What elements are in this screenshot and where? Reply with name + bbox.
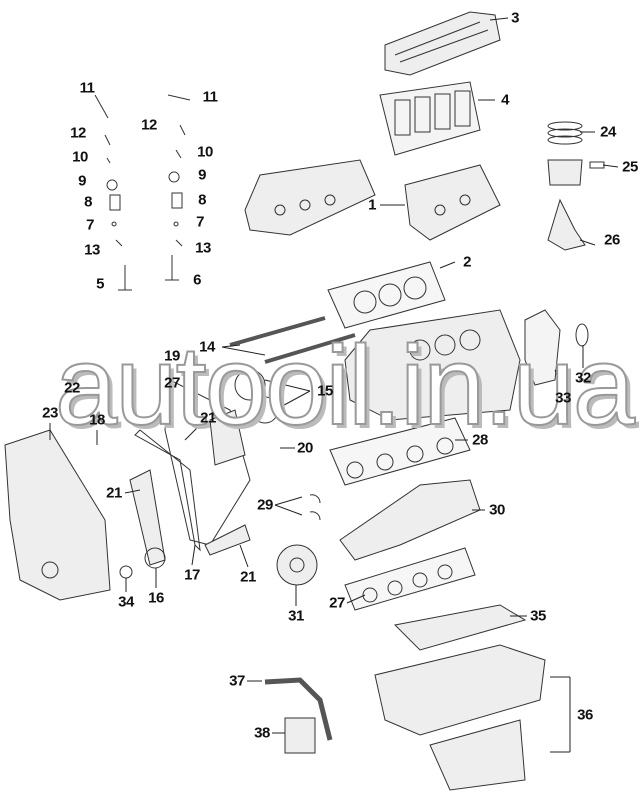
camshafts[interactable] — [229, 316, 356, 364]
oil-filter-adapter[interactable] — [284, 717, 316, 754]
oil-pan[interactable] — [374, 644, 546, 791]
thrust-washers[interactable] — [309, 494, 321, 521]
callout-25[interactable]: 25 — [622, 158, 638, 176]
callout-23[interactable]: 23 — [42, 404, 58, 422]
callout-32[interactable]: 32 — [575, 369, 591, 387]
callout-6[interactable]: 6 — [193, 271, 201, 289]
piston-rings[interactable] — [547, 121, 583, 145]
callout-21[interactable]: 21 — [240, 568, 256, 586]
callout-18[interactable]: 18 — [89, 411, 105, 429]
callout-12[interactable]: 12 — [70, 124, 86, 142]
callout-37[interactable]: 37 — [229, 672, 245, 690]
head-gasket[interactable] — [327, 261, 446, 329]
callout-21[interactable]: 21 — [106, 484, 122, 502]
valve-cover[interactable] — [384, 11, 501, 76]
callout-20[interactable]: 20 — [297, 439, 313, 457]
crank-pulley[interactable] — [276, 544, 318, 586]
callout-17[interactable]: 17 — [184, 566, 200, 584]
bearings-lower[interactable] — [344, 547, 476, 611]
callout-24[interactable]: 24 — [600, 123, 616, 141]
callout-4[interactable]: 4 — [501, 91, 509, 109]
callout-19[interactable]: 19 — [164, 347, 180, 365]
piston[interactable] — [547, 159, 605, 186]
callout-21[interactable]: 21 — [200, 409, 216, 427]
callout-5[interactable]: 5 — [96, 275, 104, 293]
callout-13[interactable]: 13 — [195, 239, 211, 257]
callout-8[interactable]: 8 — [84, 193, 92, 211]
chain-guides[interactable] — [129, 409, 251, 566]
callout-38[interactable]: 38 — [254, 724, 270, 742]
callout-12[interactable]: 12 — [141, 116, 157, 134]
cylinder-head-right[interactable] — [404, 164, 501, 241]
callout-9[interactable]: 9 — [78, 172, 86, 190]
callout-28[interactable]: 28 — [472, 431, 488, 449]
callout-11[interactable]: 11 — [202, 88, 218, 106]
timing-cover[interactable] — [4, 429, 111, 601]
crankshaft[interactable] — [339, 479, 481, 561]
callout-14[interactable]: 14 — [199, 338, 215, 356]
callout-8[interactable]: 8 — [198, 191, 206, 209]
callout-27[interactable]: 27 — [164, 374, 180, 392]
callout-10[interactable]: 10 — [197, 143, 213, 161]
callout-35[interactable]: 35 — [530, 607, 546, 625]
callout-22[interactable]: 22 — [64, 379, 80, 397]
callout-36[interactable]: 36 — [577, 706, 593, 724]
intake-gasket-frame[interactable] — [379, 81, 481, 156]
callout-15[interactable]: 15 — [317, 382, 333, 400]
callout-30[interactable]: 30 — [489, 501, 505, 519]
callout-34[interactable]: 34 — [118, 593, 134, 611]
watermark: autooil.in.ua — [54, 323, 636, 448]
baffle[interactable] — [393, 604, 527, 651]
callout-1[interactable]: 1 — [368, 196, 376, 214]
callout-16[interactable]: 16 — [148, 589, 164, 607]
cylinder-head-left[interactable] — [244, 159, 376, 236]
bearings-upper[interactable] — [329, 417, 471, 486]
callout-10[interactable]: 10 — [72, 148, 88, 166]
valves-left[interactable] — [94, 94, 132, 291]
callout-11[interactable]: 11 — [79, 79, 95, 97]
leader-lines — [49, 17, 619, 753]
oil-pickup[interactable] — [264, 677, 333, 741]
callout-9[interactable]: 9 — [198, 166, 206, 184]
engine-block[interactable] — [344, 309, 521, 421]
valves-right[interactable] — [165, 94, 191, 281]
callout-2[interactable]: 2 — [463, 253, 471, 271]
callout-27[interactable]: 27 — [329, 594, 345, 612]
sprockets[interactable] — [119, 369, 279, 579]
callout-7[interactable]: 7 — [196, 213, 204, 231]
callout-29[interactable]: 29 — [257, 496, 273, 514]
connecting-rod[interactable] — [547, 198, 586, 251]
callout-33[interactable]: 33 — [555, 389, 571, 407]
rear-cover[interactable] — [524, 309, 589, 386]
callout-31[interactable]: 31 — [288, 607, 304, 625]
callout-7[interactable]: 7 — [86, 216, 94, 234]
callout-26[interactable]: 26 — [604, 231, 620, 249]
callout-13[interactable]: 13 — [84, 241, 100, 259]
callout-3[interactable]: 3 — [511, 9, 519, 27]
